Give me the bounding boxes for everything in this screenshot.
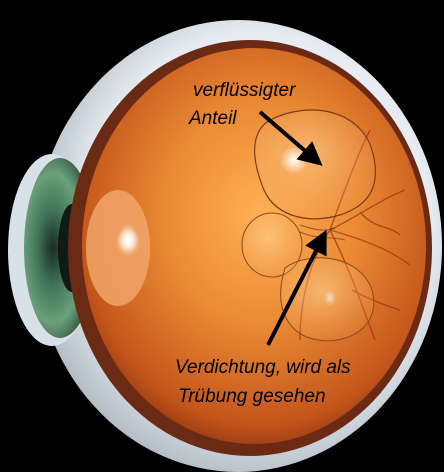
highlight-lower [324, 290, 336, 306]
label-liquefied-line2: Anteil [188, 108, 237, 129]
highlight-lens [116, 228, 140, 256]
liquefied-vitreous-pocket [255, 110, 376, 219]
label-condensation-line2: Trübung gesehen [178, 386, 326, 407]
label-liquefied-line1: verflüssigter [193, 80, 296, 101]
label-condensation-line1: Verdichtung, wird als [175, 357, 351, 378]
